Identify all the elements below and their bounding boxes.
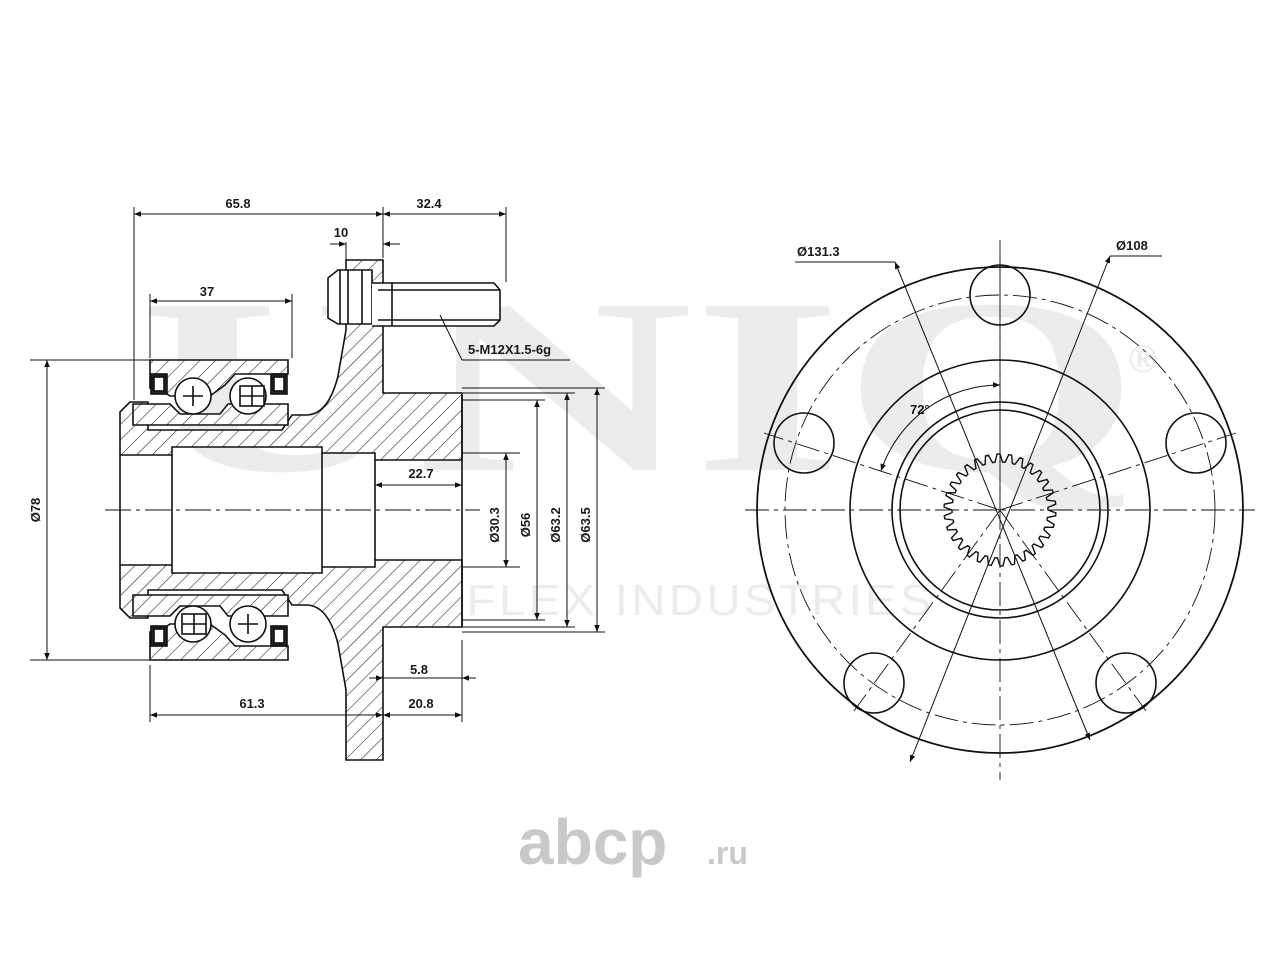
side-dimension-lines (30, 207, 605, 722)
dim-step-depth: 5.8 (410, 662, 428, 677)
side-section-view (105, 259, 501, 761)
dim-thread-spec: 5-M12X1.5-6g (468, 342, 551, 357)
front-dimension-lines (795, 255, 1162, 763)
dim-overall-length: 65.8 (225, 196, 250, 211)
watermark-brand: UNIQ (140, 248, 1140, 525)
front-view (745, 240, 1255, 780)
bolt-hole (1165, 412, 1227, 474)
watermark-registered-mark: ® (1128, 336, 1158, 381)
dim-spline-diameter: Ø30.3 (487, 507, 502, 542)
wheel-stud (327, 269, 501, 327)
hub-bore (119, 393, 463, 627)
dim-spigot-inner-diameter: Ø56 (518, 513, 533, 538)
dim-spigot-diameter-1: Ø63.2 (548, 507, 563, 542)
dim-stud-length: 32.4 (416, 196, 442, 211)
site-logo-name: abcp (518, 806, 667, 878)
site-logo-suffix: .ru (707, 835, 748, 871)
front-dimension-labels: Ø131.3 Ø108 72° (797, 238, 1148, 417)
dim-bolt-circle: Ø108 (1116, 238, 1148, 253)
bolt-hole (1095, 652, 1157, 714)
dim-inner-length: 61.3 (239, 696, 264, 711)
side-dimension-labels: 65.8 32.4 10 37 5-M12X1.5-6g 22.7 Ø78 Ø3… (28, 196, 593, 711)
bearing-balls (150, 373, 288, 647)
bolt-hole (773, 412, 835, 474)
dim-outer-diameter: Ø78 (28, 498, 43, 523)
dim-flange-thickness: 10 (334, 225, 348, 240)
site-logo: abcp .ru (518, 806, 748, 878)
dim-bolt-angle: 72° (910, 402, 930, 417)
dim-spigot-depth: 22.7 (408, 466, 433, 481)
dim-spigot-diameter-2: Ø63.5 (578, 507, 593, 542)
dim-bearing-width: 37 (200, 284, 214, 299)
dim-flange-diameter: Ø131.3 (797, 244, 840, 259)
dim-spigot-length: 20.8 (408, 696, 433, 711)
watermark-subtitle: UNIFLEX INDUSTRIES (375, 576, 935, 625)
bolt-hole (843, 652, 905, 714)
